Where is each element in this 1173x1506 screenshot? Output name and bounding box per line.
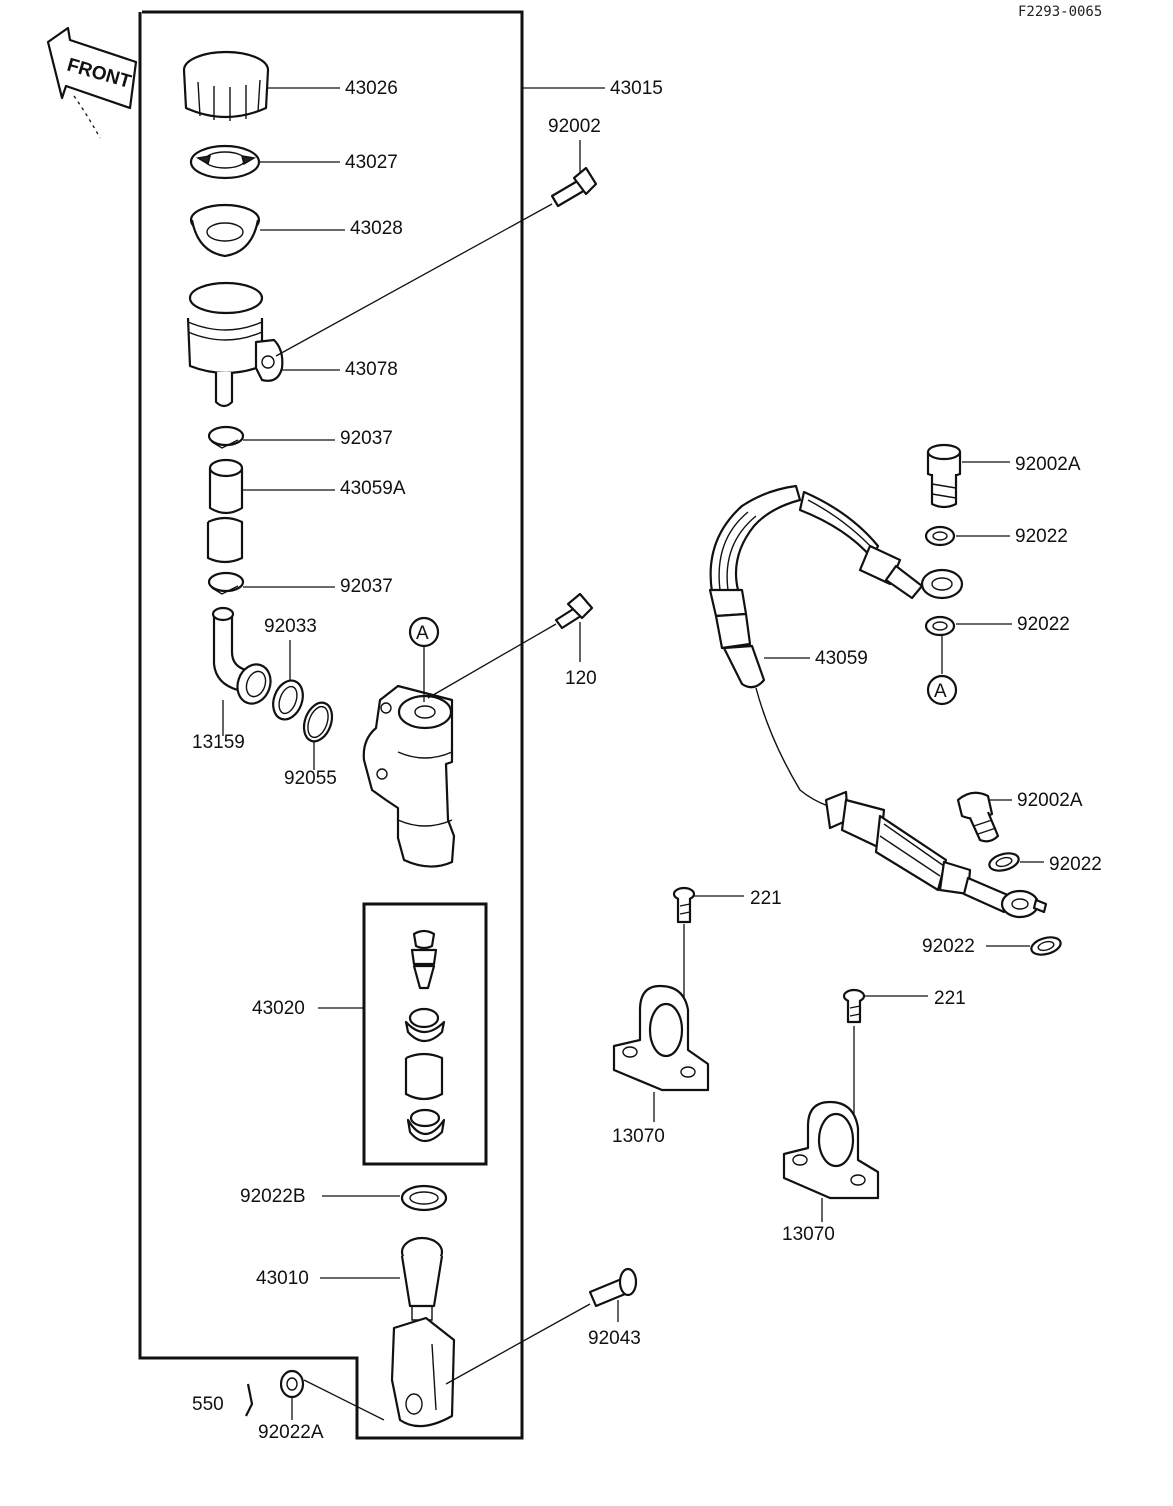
label-13070-left: 13070 bbox=[612, 1126, 665, 1147]
svg-text:A: A bbox=[934, 681, 947, 702]
reservoir-hose-icon bbox=[206, 458, 244, 564]
label-43020: 43020 bbox=[252, 998, 305, 1019]
hose-clamp-icon bbox=[207, 571, 245, 595]
reservoir-tank-icon bbox=[186, 281, 284, 408]
washer-icon bbox=[279, 1369, 305, 1399]
mounting-bracket-icon bbox=[782, 1100, 880, 1200]
label-92002A-lower: 92002A bbox=[1017, 790, 1083, 811]
label-43059A: 43059A bbox=[340, 478, 406, 499]
label-43059: 43059 bbox=[815, 648, 868, 669]
screw-icon bbox=[672, 886, 696, 924]
banjo-bolt-icon bbox=[956, 791, 1000, 843]
label-92002: 92002 bbox=[548, 116, 601, 137]
clevis-pin-icon bbox=[588, 1267, 638, 1308]
label-92037-bottom: 92037 bbox=[340, 576, 393, 597]
piston-spring-icon bbox=[410, 929, 438, 990]
label-221-left: 221 bbox=[750, 888, 782, 909]
banjo-bolt-icon bbox=[926, 443, 962, 509]
label-92022A: 92022A bbox=[258, 1422, 324, 1443]
label-92022-3: 92022 bbox=[1049, 854, 1102, 875]
screw-icon bbox=[842, 988, 866, 1024]
piston-icon bbox=[404, 1052, 444, 1101]
label-92022-4: 92022 bbox=[922, 936, 975, 957]
bolt-92002-icon bbox=[550, 166, 598, 208]
label-92033: 92033 bbox=[264, 616, 317, 637]
secondary-cup-icon bbox=[406, 1108, 446, 1143]
reference-marker-a-icon: A bbox=[408, 616, 440, 648]
assembly-frame-43015 bbox=[138, 10, 524, 1440]
label-13159: 13159 bbox=[192, 732, 245, 753]
svg-text:A: A bbox=[416, 623, 429, 644]
label-92022-1: 92022 bbox=[1015, 526, 1068, 547]
washer-icon bbox=[924, 615, 956, 637]
label-92022B: 92022B bbox=[240, 1186, 306, 1207]
washer-icon bbox=[988, 852, 1020, 872]
label-92043: 92043 bbox=[588, 1328, 641, 1349]
front-arrow-icon: FRONT bbox=[46, 26, 138, 139]
label-43027: 43027 bbox=[345, 152, 398, 173]
label-92055: 92055 bbox=[284, 768, 337, 789]
washer-icon bbox=[1030, 936, 1062, 956]
bolt-120-icon bbox=[554, 592, 594, 630]
reservoir-cap-icon bbox=[182, 50, 270, 121]
label-221-right: 221 bbox=[934, 988, 966, 1009]
diaphragm-icon bbox=[189, 203, 261, 258]
cotter-pin-icon bbox=[245, 1383, 254, 1417]
label-550: 550 bbox=[192, 1394, 224, 1415]
label-43015: 43015 bbox=[610, 78, 663, 99]
circlip-icon bbox=[272, 679, 304, 721]
label-43010: 43010 bbox=[256, 1268, 309, 1289]
label-120: 120 bbox=[565, 668, 597, 689]
mounting-bracket-icon bbox=[612, 984, 710, 1092]
piston-cup-icon bbox=[404, 1007, 446, 1043]
label-92037-top: 92037 bbox=[340, 428, 393, 449]
piston-kit-box bbox=[362, 902, 488, 1166]
label-43028: 43028 bbox=[350, 218, 403, 239]
label-92002A-top: 92002A bbox=[1015, 454, 1081, 475]
drawing-code: F2293-0065 bbox=[1018, 4, 1102, 20]
washer-icon bbox=[924, 525, 956, 547]
label-43026: 43026 bbox=[345, 78, 398, 99]
push-rod-icon bbox=[390, 1236, 456, 1428]
circlip-icon bbox=[400, 1184, 448, 1212]
label-92022-2: 92022 bbox=[1017, 614, 1070, 635]
o-ring-icon bbox=[302, 701, 334, 743]
elbow-fitting-icon bbox=[211, 606, 272, 705]
reference-marker-a-icon: A bbox=[926, 674, 958, 706]
master-cylinder-body-icon bbox=[362, 684, 456, 868]
label-43078: 43078 bbox=[345, 359, 398, 380]
diaphragm-plate-icon bbox=[189, 144, 261, 180]
hose-clamp-icon bbox=[207, 425, 245, 449]
brake-hose-icon bbox=[708, 484, 1048, 919]
label-13070-right: 13070 bbox=[782, 1224, 835, 1245]
